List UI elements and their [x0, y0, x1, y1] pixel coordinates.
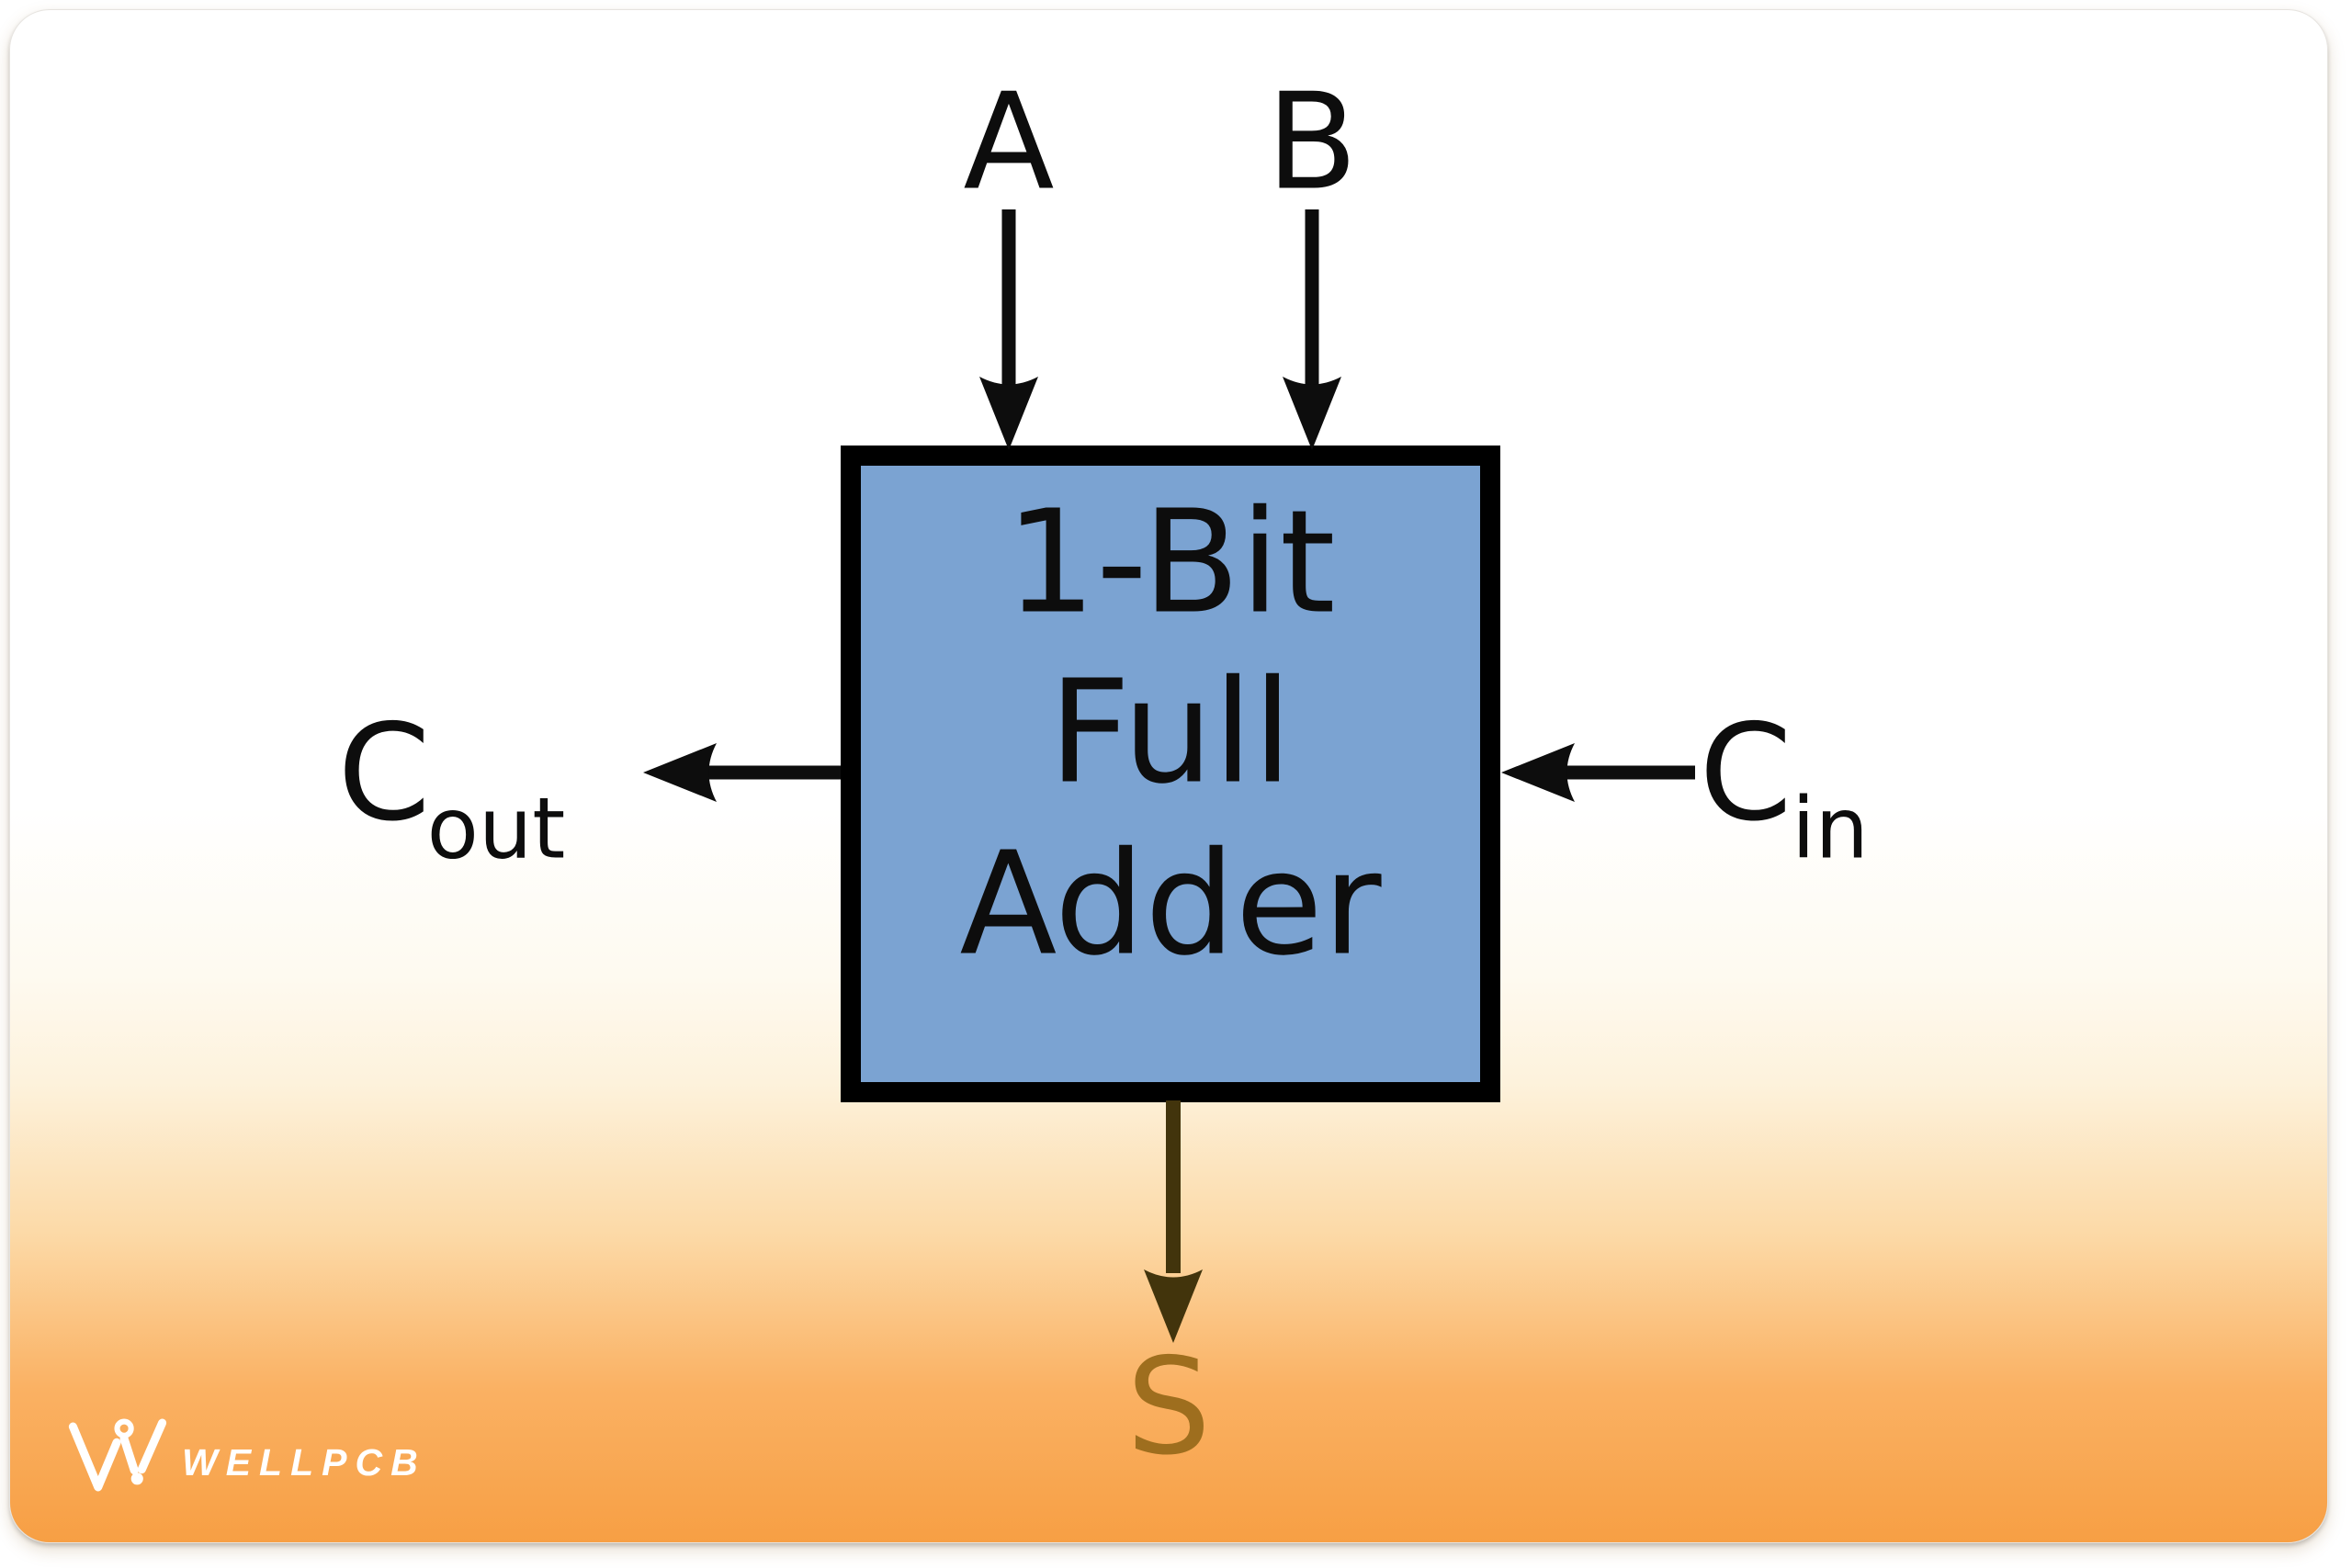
block-label-line2: Full	[1048, 649, 1292, 816]
wellpcb-logo-icon	[68, 1418, 167, 1492]
adder-block-box	[841, 446, 1500, 1102]
carry-out-arrow-head	[643, 743, 717, 802]
input-a-label: A	[963, 65, 1054, 220]
block-label-line3: Adder	[959, 821, 1381, 987]
sum-label: S	[1126, 1330, 1211, 1485]
input-a-arrow	[979, 209, 1038, 450]
sum-arrow-head	[1144, 1269, 1203, 1343]
sum-arrow	[1144, 1100, 1203, 1343]
wellpcb-logo-text: WELLPCB	[182, 1440, 426, 1483]
carry-in-arrow	[1501, 743, 1695, 802]
logo-bottom-dot	[130, 1472, 143, 1485]
carry-in-label: C	[1699, 696, 1792, 852]
block-label-line1: 1-Bit	[1005, 479, 1335, 646]
carry-in-arrow-head	[1501, 743, 1575, 802]
carry-out-label: C	[337, 696, 430, 852]
wellpcb-logo: WELLPCB	[66, 1416, 426, 1495]
carry-out-arrow	[643, 743, 841, 802]
input-b-label: B	[1266, 65, 1357, 220]
input-b-arrow-head	[1283, 377, 1341, 450]
input-b-arrow	[1283, 209, 1341, 450]
input-a-arrow-head	[979, 377, 1038, 450]
carry-in-subscript: in	[1792, 780, 1869, 878]
logo-left-v-stroke	[68, 1422, 121, 1492]
carry-out-subscript: out	[427, 780, 566, 878]
logo-right-stroke	[137, 1418, 167, 1474]
logo-mid-stroke	[119, 1434, 139, 1475]
logo-top-circle	[114, 1418, 134, 1438]
